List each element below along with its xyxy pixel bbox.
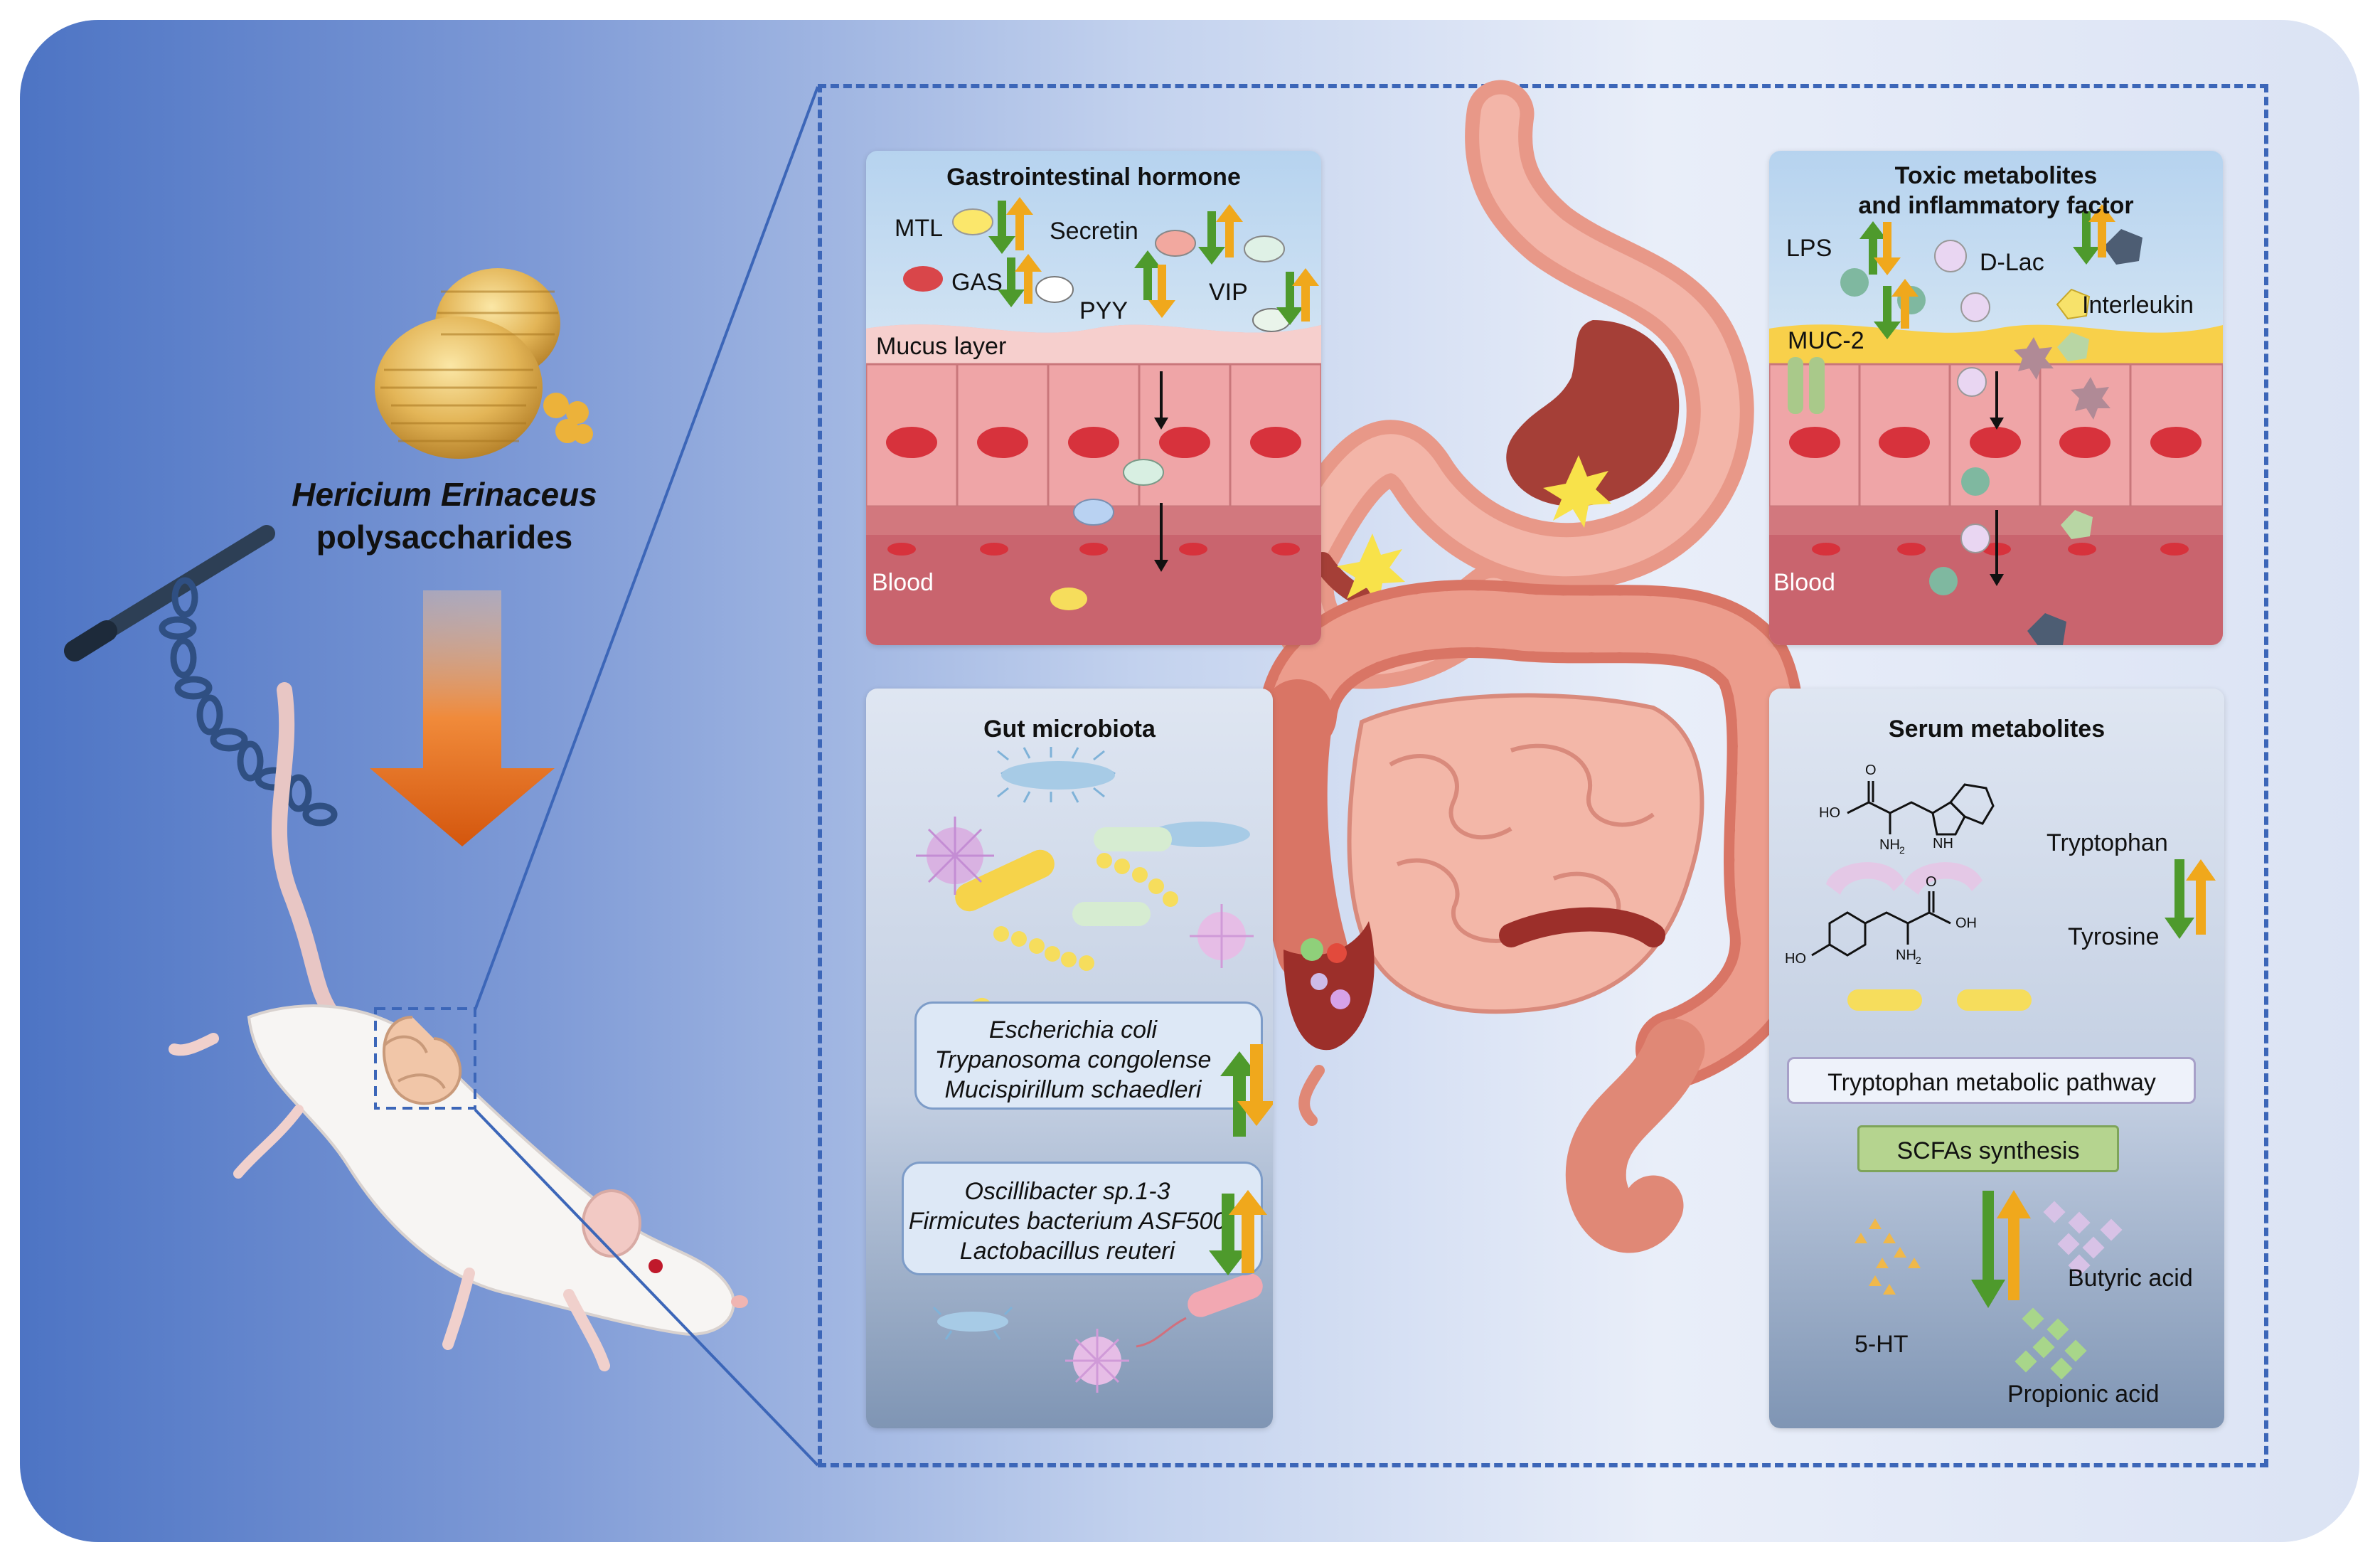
hormone-arrows [988,197,1319,325]
hormone-title: Gastrointestinal hormone [946,164,1241,191]
secretin-label: Secretin [1050,218,1138,245]
interleukin-label: Interleukin [2082,292,2194,319]
microbiota-group-up: Escherichia coli Trypanosoma congolense … [914,1002,1263,1110]
up-arrow-icon [1006,197,1033,250]
toxic-blood-label: Blood [1773,569,1835,596]
zoom-frame [818,84,2268,1467]
gas-label: GAS [951,269,1003,296]
serum-panel: Serum metabolites [1769,689,2224,1428]
chem-oh-2: OH [1955,915,1977,931]
chem-o-2: O [1926,874,1937,890]
tryptophan-pathway-box: Tryptophan metabolic pathway [1787,1057,2196,1104]
microbiota-arrows [1209,1044,1273,1275]
intestinal-tissue [866,208,1321,645]
vip-label: VIP [1209,279,1248,306]
serotonin-label: 5-HT [1855,1331,1909,1358]
bacteria-name-2: Trypanosoma congolense [934,1046,1212,1073]
chem-ho-2: HO [1785,951,1806,967]
bacteria-name-6: Lactobacillus reuteri [959,1238,1175,1265]
propionic-label: Propionic acid [2007,1381,2160,1408]
mushroom-icon [375,268,593,459]
bacteria-name-4: Oscillibacter sp.1-3 [964,1178,1170,1205]
bacteria-name-3: Mucispirillum schaedleri [944,1076,1202,1103]
chem-o-1: O [1865,763,1877,778]
compound-type: polysaccharides [316,519,573,556]
tryptophan-structure [1811,781,2216,1380]
microbiota-title: Gut microbiota [983,716,1156,743]
intestine-icon [1256,580,1808,1253]
tyrosine-label: Tyrosine [2068,923,2160,950]
bacteria-icon [916,747,1263,1393]
toxic-panel: Toxic metabolites and inflammatory facto… [1769,151,2223,645]
chem-nh-1: NH [1933,836,1953,851]
toxic-title-2: and inflammatory factor [1858,192,2134,219]
bacteria-name-1: Escherichia coli [988,1016,1158,1043]
bacteria-name-5: Firmicutes bacterium ASF500 [908,1208,1227,1235]
chem-ho-1: HO [1819,805,1840,821]
stomach-icon [1266,80,1754,689]
chem-nh2-1: NH [1879,837,1900,853]
hormone-panel: Gastrointestinal hormone MTL Secretin GA… [866,151,1321,645]
toxic-title-1: Toxic metabolites [1894,162,2098,189]
chem-sub2-2: 2 [1916,955,1921,966]
butyric-label: Butyric acid [2068,1265,2193,1292]
down-arrow-icon [988,201,1015,254]
chem-sub2-1: 2 [1899,844,1905,856]
chem-nh2-2: NH [1896,947,1916,963]
tryptophan-label: Tryptophan [2047,829,2168,856]
lps-label: LPS [1786,235,1832,262]
muc2-label: MUC-2 [1788,327,1864,354]
blood-label: Blood [872,569,934,596]
dlac-label: D-Lac [1980,249,2044,276]
compound-name: Hericium Erinaceus [292,476,597,513]
treatment-arrow [370,590,555,846]
pyy-label: PYY [1079,297,1128,324]
serum-title: Serum metabolites [1888,716,2106,743]
scfa-label: SCFAs synthesis [1896,1137,2080,1164]
tryptophan-pathway-label: Tryptophan metabolic pathway [1827,1069,2156,1096]
inflamed-tissue [1769,204,2223,645]
microbiota-panel: Gut microbiota Escherichia coli Trypanos… [866,689,1273,1428]
mucus-label: Mucus layer [876,333,1007,360]
microbiota-group-down: Oscillibacter sp.1-3 Firmicutes bacteriu… [902,1162,1263,1275]
scfa-box: SCFAs synthesis [1857,1125,2119,1172]
mtl-label: MTL [895,215,943,242]
